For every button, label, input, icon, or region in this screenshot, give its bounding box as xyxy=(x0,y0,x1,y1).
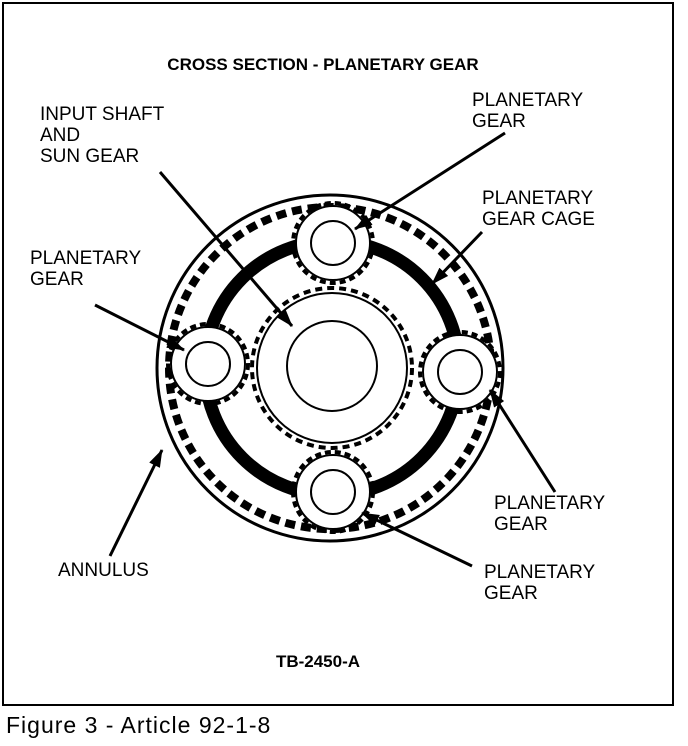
sun-gear xyxy=(250,286,414,450)
diagram-title: CROSS SECTION - PLANETARY GEAR xyxy=(167,55,478,74)
svg-text:AND: AND xyxy=(40,125,80,146)
svg-text:PLANETARY: PLANETARY xyxy=(472,90,584,111)
leader-arrows xyxy=(94,131,557,568)
planetary-gear-bottom xyxy=(291,450,375,534)
svg-text:GEAR: GEAR xyxy=(494,514,548,535)
label-planetary-gear-top: PLANETARY GEAR xyxy=(472,90,584,132)
figure-caption: Figure 3 - Article 92-1-8 xyxy=(6,712,272,738)
svg-text:PLANETARY: PLANETARY xyxy=(494,493,606,514)
svg-text:PLANETARY: PLANETARY xyxy=(30,248,142,269)
svg-text:GEAR: GEAR xyxy=(30,269,84,290)
svg-text:SUN GEAR: SUN GEAR xyxy=(40,146,139,167)
label-annulus: ANNULUS xyxy=(58,560,149,581)
label-planetary-gear-bottom: PLANETARY GEAR xyxy=(484,562,596,604)
svg-text:GEAR: GEAR xyxy=(484,583,538,604)
planetary-gear-right xyxy=(418,330,502,414)
label-planetary-gear-cage: PLANETARY GEAR CAGE xyxy=(482,188,595,230)
svg-text:INPUT SHAFT: INPUT SHAFT xyxy=(40,104,165,125)
svg-text:PLANETARY: PLANETARY xyxy=(482,188,594,209)
figure-frame xyxy=(2,2,674,706)
planetary-gear-left xyxy=(166,322,250,406)
label-planetary-gear-right: PLANETARY GEAR xyxy=(494,493,606,535)
svg-text:GEAR: GEAR xyxy=(472,111,526,132)
label-input-shaft: INPUT SHAFT AND SUN GEAR xyxy=(40,104,165,167)
svg-text:PLANETARY: PLANETARY xyxy=(484,562,596,583)
planetary-gear-top xyxy=(291,201,375,285)
figure-code: TB-2450-A xyxy=(276,652,360,671)
label-planetary-gear-left: PLANETARY GEAR xyxy=(30,248,142,290)
svg-text:GEAR CAGE: GEAR CAGE xyxy=(482,209,595,230)
